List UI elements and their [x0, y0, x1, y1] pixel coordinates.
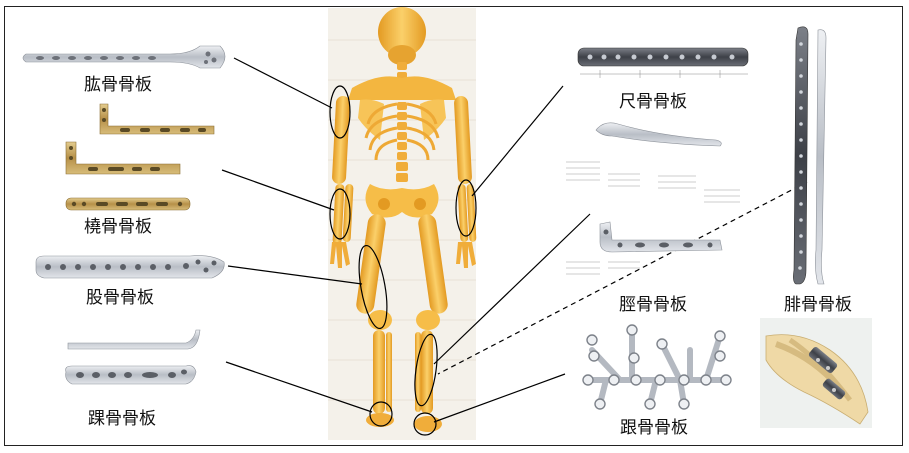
ankle-plates-image [66, 330, 200, 384]
label-ulna-plate: 尺骨骨板 [619, 87, 687, 112]
connector-radius [222, 170, 334, 210]
label-femur-plate: 股骨骨板 [86, 283, 154, 308]
connector-fibula [438, 182, 807, 374]
label-fibula-plate: 腓骨骨板 [784, 290, 852, 315]
skeleton-illustration [328, 7, 476, 440]
femur-plate-image [36, 256, 224, 278]
fibula-plates-image [793, 27, 826, 284]
label-humerus-plate: 肱骨骨板 [84, 70, 152, 95]
tibia-plates-image [566, 123, 740, 274]
humerus-plate-image [23, 46, 225, 68]
ulna-plate-image [578, 48, 748, 78]
radius-plates-image [66, 104, 214, 210]
label-calcaneus-plate: 跟骨骨板 [620, 413, 688, 438]
label-radius-plate: 橈骨骨板 [84, 212, 152, 237]
label-ankle-plate: 踝骨骨板 [88, 404, 156, 429]
foot-plate-photo [760, 318, 872, 428]
connector-humerus [234, 58, 332, 108]
calcaneus-plate-image [583, 325, 731, 409]
label-tibia-plate: 脛骨骨板 [619, 290, 687, 315]
connector-ulna [472, 86, 563, 196]
left-tibia [373, 330, 385, 414]
